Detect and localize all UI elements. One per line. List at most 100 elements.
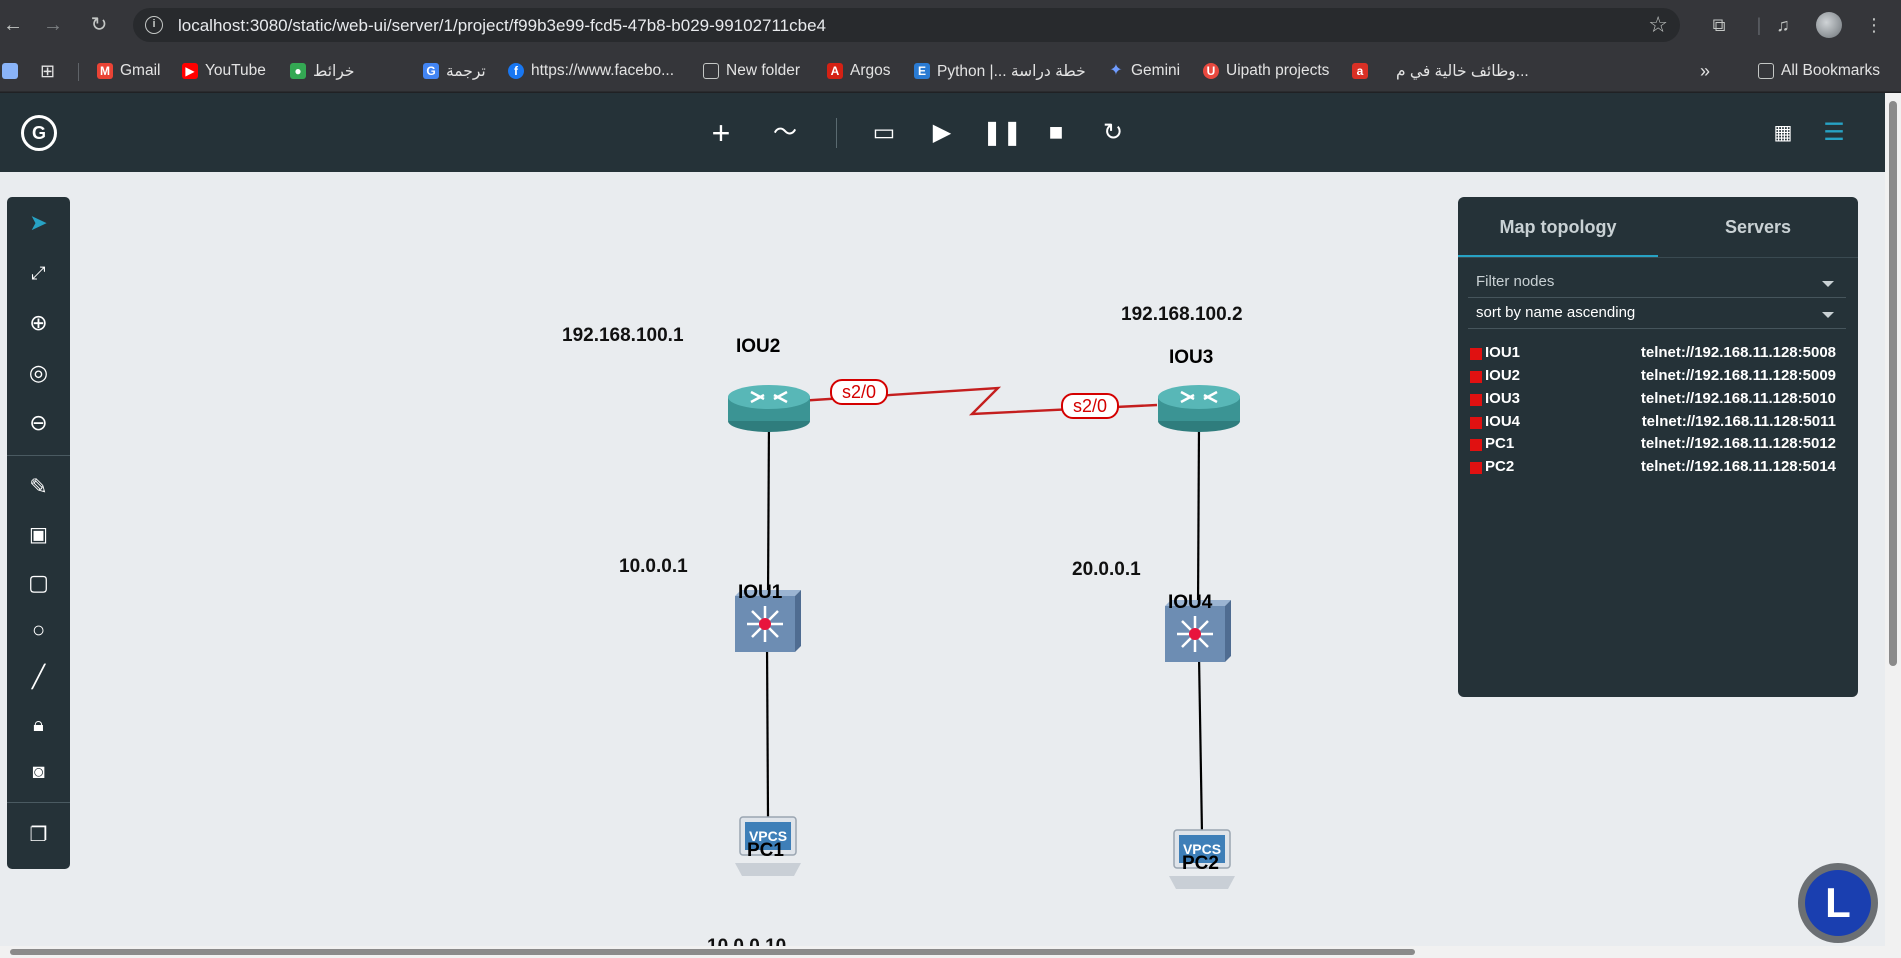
- reload-all-icon[interactable]: ↻: [1102, 119, 1124, 146]
- node-label-pc1[interactable]: PC1: [747, 840, 784, 861]
- stop-all-icon[interactable]: ■: [1048, 119, 1064, 146]
- lock-icon[interactable]: 🔒︎: [33, 714, 44, 736]
- layers-icon[interactable]: ❐: [29, 824, 48, 846]
- sort-dropdown-icon[interactable]: [1822, 312, 1834, 318]
- vertical-scrollbar[interactable]: [1885, 93, 1901, 958]
- bookmark-youtube[interactable]: ▶YouTube: [182, 61, 266, 81]
- bookmark-maps[interactable]: ●خرائط: [290, 61, 354, 81]
- horizontal-scrollbar[interactable]: [0, 946, 1885, 958]
- topology-links: s2/0 s2/0: [728, 379, 1240, 889]
- project-toolbar: G + 〜 ▭ ▶ ❚❚ ■ ↻ ▦ ☰: [0, 93, 1885, 172]
- sort-select[interactable]: sort by name ascending: [1476, 304, 1636, 321]
- node-label-iou4[interactable]: IOU4: [1168, 592, 1213, 613]
- profile-avatar[interactable]: [1816, 12, 1842, 38]
- gns3-logo-icon[interactable]: G: [21, 115, 57, 151]
- filter-dropdown-icon[interactable]: [1822, 281, 1834, 287]
- add-link-icon[interactable]: 〜: [773, 119, 797, 146]
- more-bookmarks-icon[interactable]: »: [1700, 60, 1711, 81]
- site-info-icon[interactable]: i: [145, 16, 163, 34]
- forward-icon[interactable]: →: [43, 14, 63, 36]
- grid-view-icon[interactable]: ▦: [1773, 122, 1793, 144]
- all-bookmarks[interactable]: All Bookmarks: [1758, 61, 1880, 81]
- router-iou3-icon[interactable]: [1158, 385, 1240, 432]
- menu-kebab-icon[interactable]: ⋮: [1865, 15, 1883, 35]
- start-all-icon[interactable]: ▶: [932, 119, 952, 146]
- reset-zoom-icon[interactable]: ◎: [28, 360, 49, 385]
- toolbar-separator: |: [1756, 15, 1762, 35]
- draw-line-icon[interactable]: ╱: [31, 664, 46, 689]
- toolbar-separator: [836, 118, 837, 148]
- floating-user-avatar[interactable]: L: [1798, 863, 1878, 943]
- note-net-iou4[interactable]: 20.0.0.1: [1072, 559, 1141, 580]
- media-control-icon[interactable]: ♫: [1776, 15, 1790, 35]
- topology-panel: Map topology Servers Filter nodes sort b…: [1458, 197, 1858, 697]
- select-cursor-icon[interactable]: ➤: [29, 210, 48, 235]
- bookmark-a[interactable]: a: [1352, 61, 1375, 81]
- list-view-icon[interactable]: ☰: [1823, 119, 1845, 146]
- link-iou4-pc2[interactable]: [1197, 655, 1204, 835]
- switch-iou4-icon[interactable]: [1165, 600, 1231, 662]
- bookmarks-separator: [78, 63, 79, 81]
- topology-canvas[interactable]: s2/0 s2/0: [70, 172, 1885, 958]
- insert-image-icon[interactable]: ▣: [29, 524, 48, 546]
- bookmark-star-icon[interactable]: ☆: [1648, 12, 1668, 37]
- sidebar-toggle-icon[interactable]: [2, 61, 25, 81]
- vertical-scroll-thumb[interactable]: [1889, 101, 1897, 666]
- tab-map-topology[interactable]: Map topology: [1499, 217, 1617, 237]
- node-label-iou2[interactable]: IOU2: [736, 336, 781, 357]
- link-iou1-pc1[interactable]: [765, 642, 770, 818]
- port-label-box-b: [1061, 393, 1119, 419]
- address-bar[interactable]: i localhost:3080/static/web-ui/server/1/…: [133, 8, 1680, 42]
- horizontal-scroll-thumb[interactable]: [10, 949, 1415, 955]
- router-iou2-icon[interactable]: [728, 385, 810, 432]
- back-icon[interactable]: ←: [3, 14, 23, 36]
- node-label-iou1[interactable]: IOU1: [738, 582, 783, 603]
- folder-icon: [1758, 63, 1774, 79]
- sort-underline: [1468, 328, 1846, 329]
- console-all-icon[interactable]: ▭: [872, 119, 896, 146]
- link-iou3-iou4[interactable]: [1196, 424, 1201, 610]
- pause-all-icon[interactable]: ❚❚: [982, 119, 1023, 146]
- bookmark-gemini[interactable]: ✦Gemini: [1109, 62, 1181, 79]
- filter-nodes-select[interactable]: Filter nodes: [1476, 273, 1555, 290]
- apps-grid-icon[interactable]: ⊞: [40, 60, 56, 81]
- node-label-pc2[interactable]: PC2: [1182, 853, 1219, 874]
- browser-toolbar: ← → ↻ i localhost:3080/static/web-ui/ser…: [0, 0, 1901, 50]
- bookmark-new-folder[interactable]: New folder: [703, 61, 800, 81]
- edit-pencil-icon[interactable]: ✎: [29, 474, 48, 499]
- extensions-icon[interactable]: ⧉: [1712, 15, 1726, 35]
- draw-rectangle-icon[interactable]: ▢: [28, 570, 49, 595]
- bookmark-jobs[interactable]: وظائف خالية في م...: [1396, 62, 1529, 80]
- pc1-vpcs-icon[interactable]: [735, 816, 801, 876]
- node-label-iou3[interactable]: IOU3: [1169, 347, 1214, 368]
- note-ip-iou2[interactable]: 192.168.100.1: [562, 325, 684, 346]
- note-net-iou1[interactable]: 10.0.0.1: [619, 556, 688, 577]
- reload-icon[interactable]: ↻: [90, 14, 108, 36]
- zoom-out-icon[interactable]: ⊖: [29, 410, 48, 435]
- fit-to-screen-icon[interactable]: ⤢: [31, 263, 46, 283]
- argos-icon: A: [827, 63, 843, 79]
- add-node-icon[interactable]: +: [711, 115, 731, 151]
- pc2-vpcs-icon[interactable]: [1169, 829, 1235, 889]
- link-iou2-iou1[interactable]: [766, 417, 771, 599]
- pc1-vpcs-label: VPCS: [749, 828, 787, 844]
- draw-ellipse-icon[interactable]: ○: [31, 617, 46, 642]
- note-ip-iou3[interactable]: 192.168.100.2: [1121, 304, 1243, 325]
- tab-servers[interactable]: Servers: [1724, 217, 1792, 237]
- screenshot-camera-icon[interactable]: ◙: [32, 761, 45, 783]
- switch-iou1-icon[interactable]: [735, 590, 801, 652]
- zoom-in-icon[interactable]: ⊕: [29, 310, 48, 335]
- url-text[interactable]: localhost:3080/static/web-ui/server/1/pr…: [178, 16, 827, 35]
